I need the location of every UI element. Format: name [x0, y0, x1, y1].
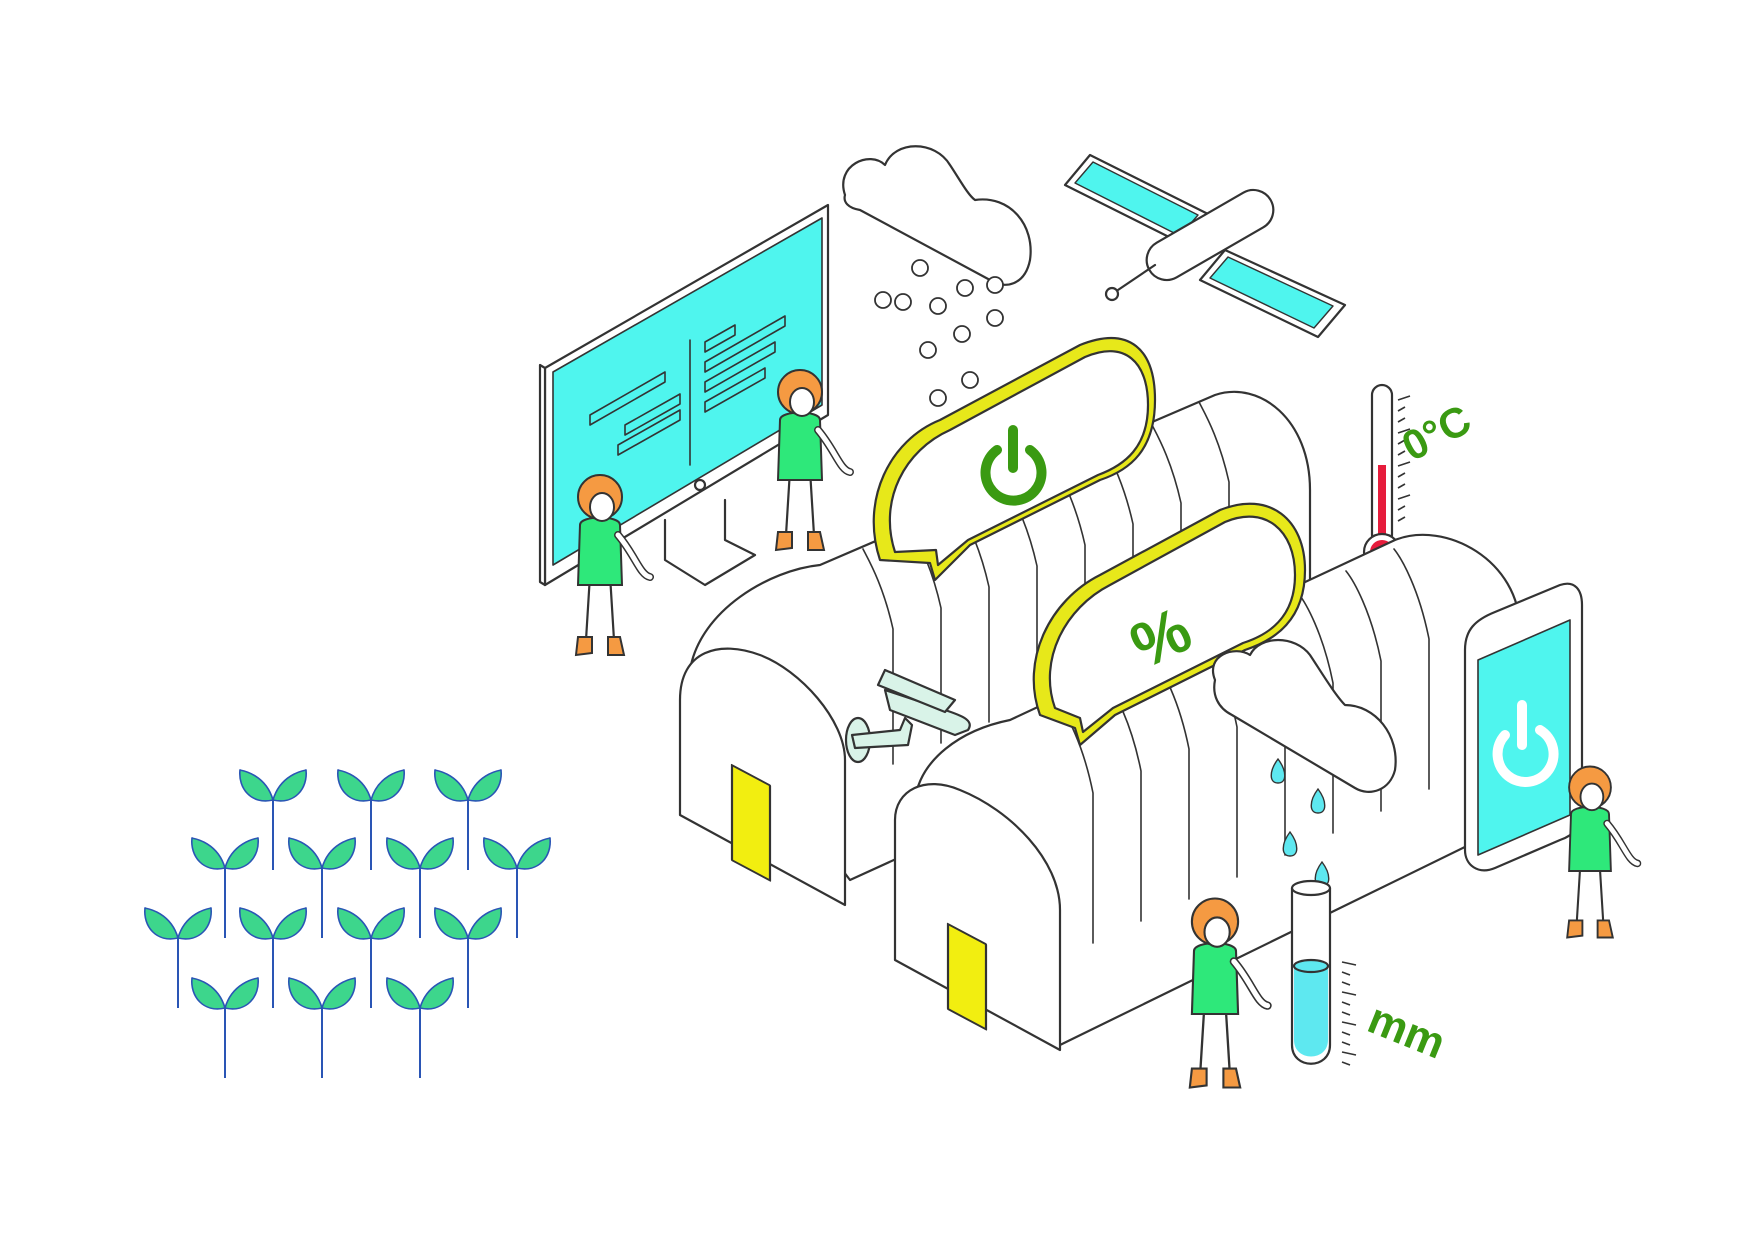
rainfall-unit-label: mm	[1361, 994, 1452, 1069]
sprout-icon	[386, 837, 454, 938]
sprout-icon	[144, 907, 212, 1008]
sprout-icon	[288, 837, 356, 938]
sprout-icon	[434, 907, 502, 1008]
person-icon	[574, 474, 654, 657]
sprout-icon	[239, 769, 307, 870]
camera-icon	[844, 668, 971, 764]
rain-drops	[1270, 757, 1330, 887]
sprout-icon	[337, 907, 405, 1008]
tablet-icon	[1463, 582, 1584, 872]
snow-dots	[874, 259, 1004, 407]
farmers	[574, 369, 1642, 1089]
thermometer-icon	[1362, 383, 1411, 572]
sprout-icon	[483, 837, 551, 938]
sprout-icon	[191, 977, 259, 1078]
rain-gauge-icon	[1290, 879, 1357, 1066]
sprout-icon	[288, 977, 356, 1078]
greenhouse-icon	[678, 390, 1312, 907]
satellite-icon	[1063, 153, 1347, 339]
temperature-unit-label: 0°C	[1394, 395, 1478, 470]
sprout-icon	[191, 837, 259, 938]
greenhouse-icon	[893, 533, 1522, 1052]
sprout-icon	[386, 977, 454, 1078]
power-bubble	[872, 337, 1157, 582]
cloud-icon	[842, 145, 1032, 407]
person-icon	[774, 369, 854, 552]
sprout-icon	[337, 769, 405, 870]
person-icon	[1566, 765, 1642, 939]
sprout-icon	[239, 907, 307, 1008]
cloud-icon	[1211, 638, 1397, 887]
humidity-bubble: %	[1032, 502, 1307, 747]
power-icon	[980, 425, 1047, 506]
power-icon	[1492, 700, 1559, 787]
sprout-icon	[434, 769, 502, 870]
sprout-field	[144, 769, 551, 1078]
person-icon	[1188, 897, 1272, 1089]
